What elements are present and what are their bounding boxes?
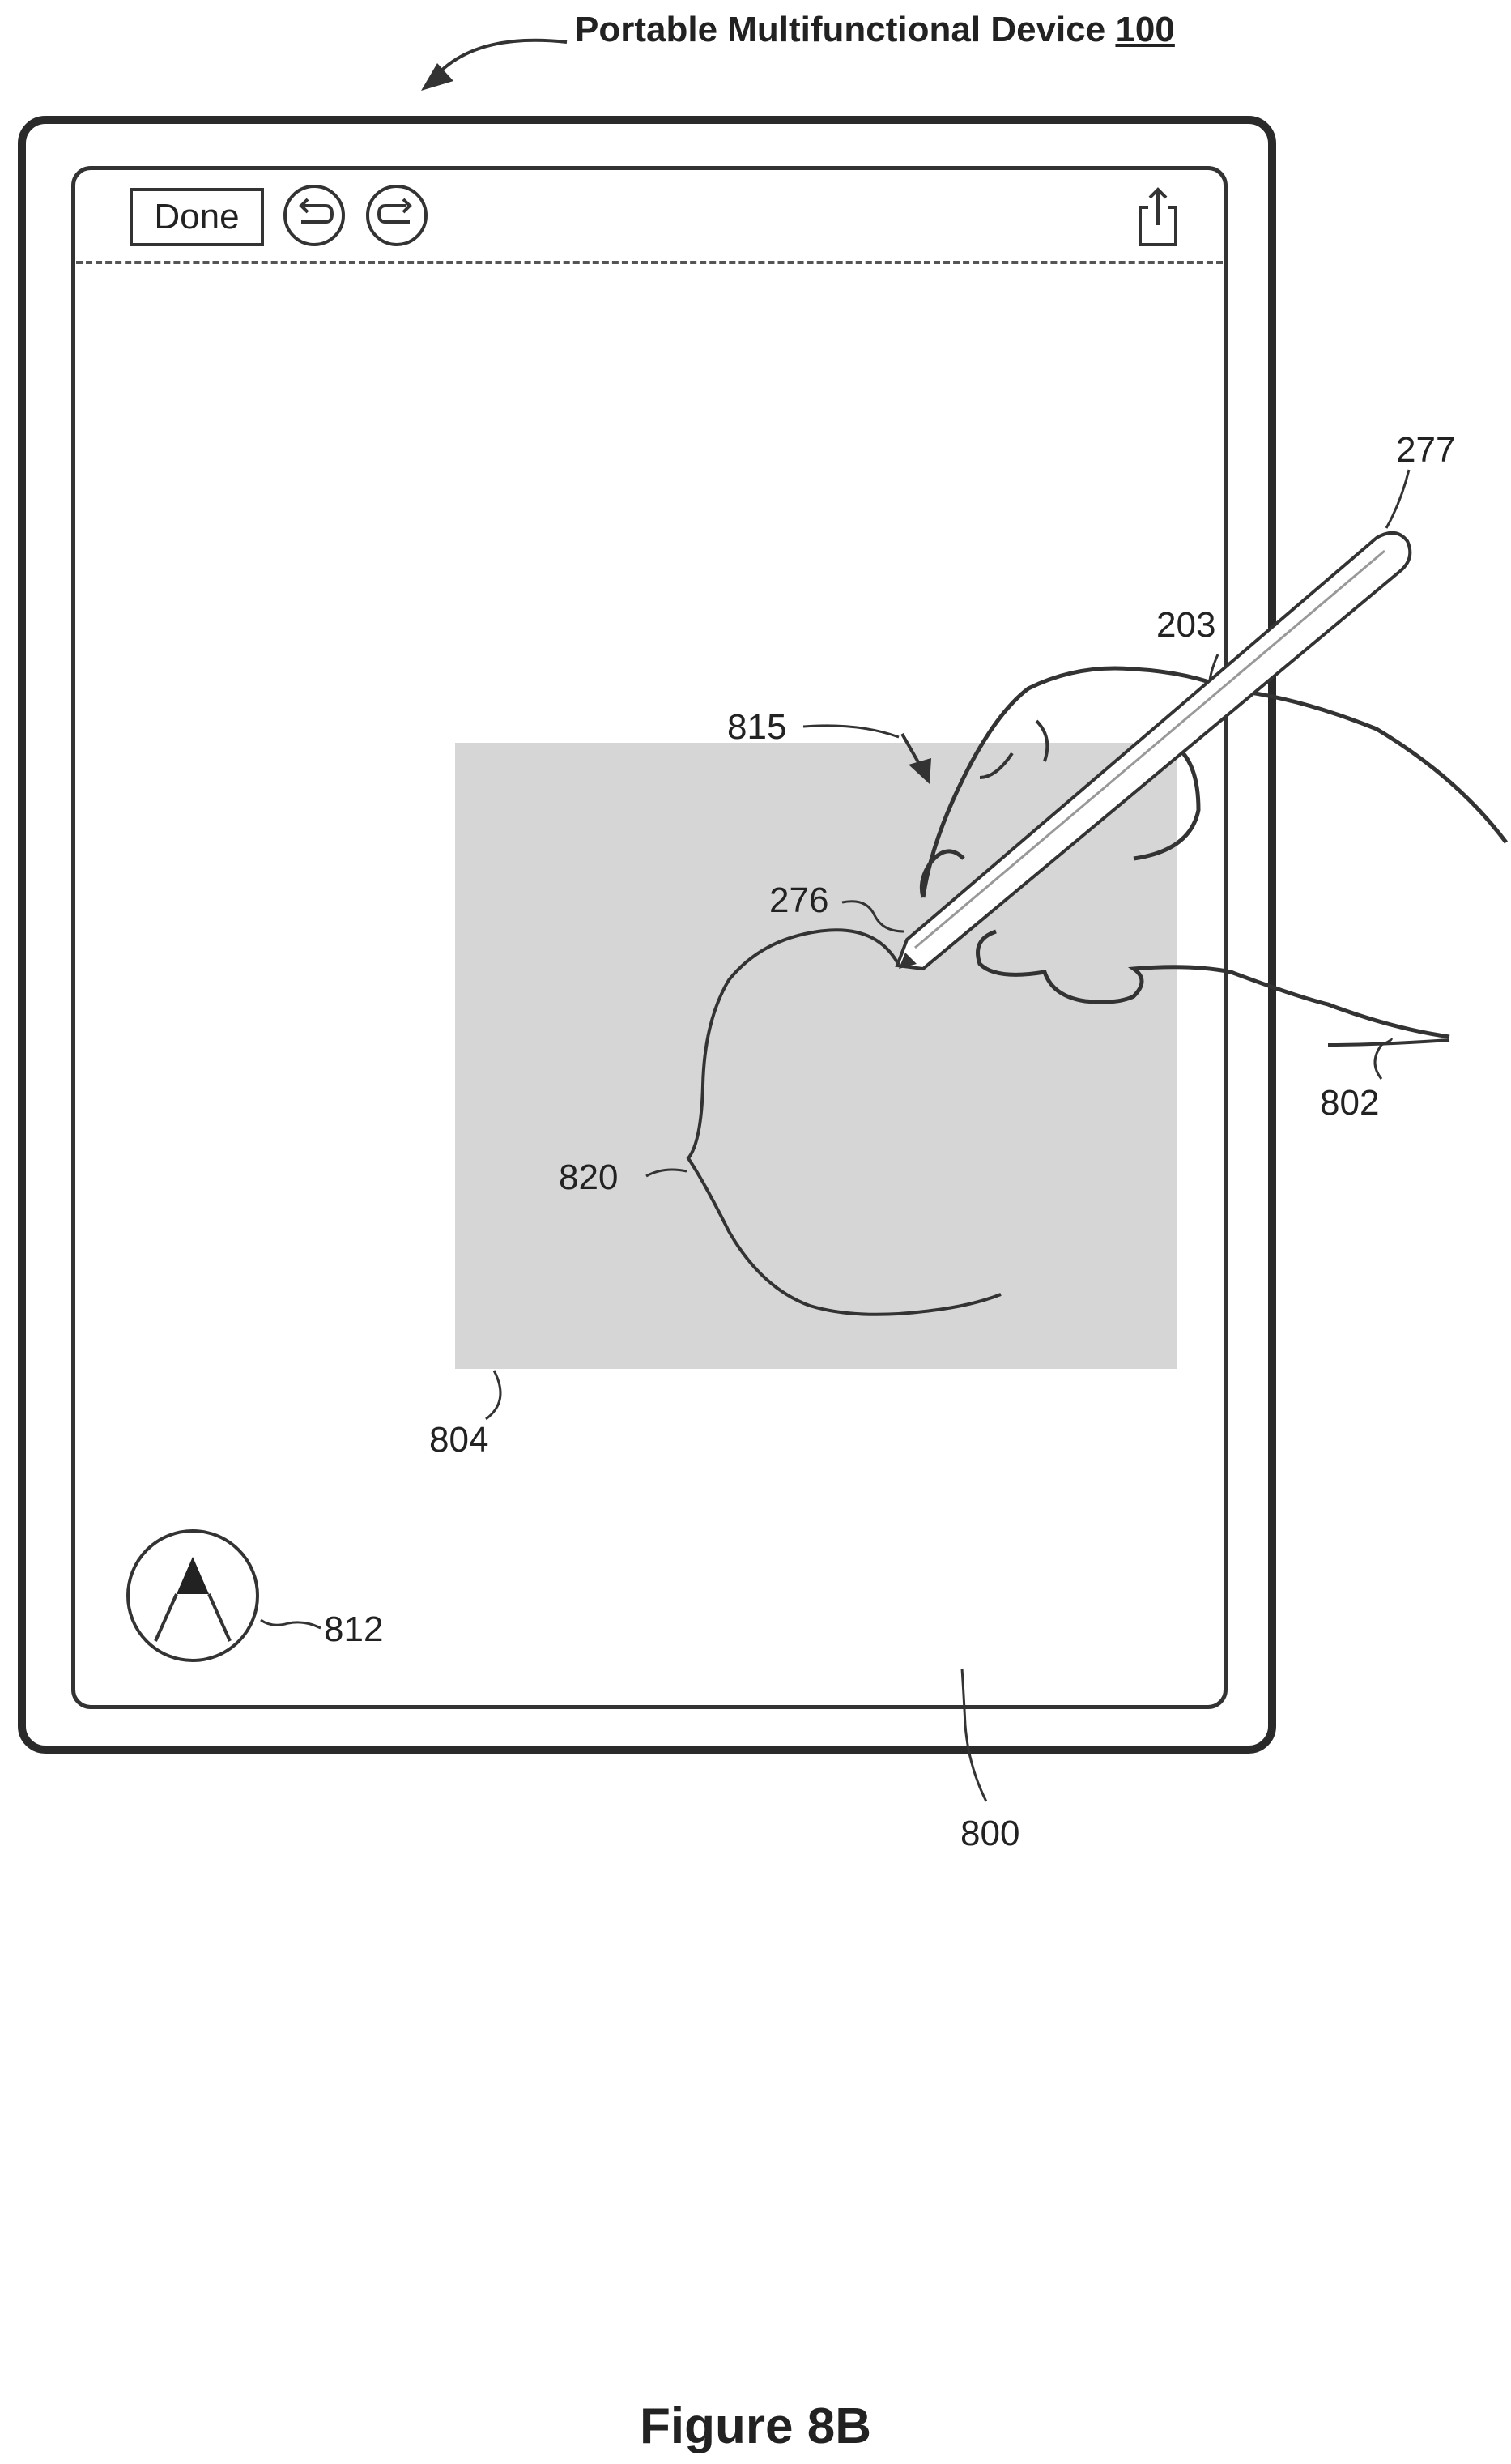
leader-815 — [803, 726, 899, 737]
leader-820 — [646, 1170, 687, 1176]
label-800: 800 — [960, 1816, 1019, 1852]
stylus — [897, 533, 1410, 969]
title-leader-line — [437, 40, 567, 75]
leader-277 — [1386, 470, 1409, 528]
label-277: 277 — [1396, 433, 1455, 468]
thumb-outline — [978, 931, 1450, 1037]
label-815: 815 — [727, 710, 786, 745]
leader-804 — [486, 1371, 500, 1419]
label-812: 812 — [324, 1612, 383, 1648]
title-arrowhead — [421, 63, 453, 91]
leader-800 — [962, 1669, 986, 1801]
figure-caption: Figure 8B — [0, 2398, 1511, 2455]
leader-276 — [842, 902, 904, 931]
drawn-stroke — [688, 930, 1001, 1315]
label-203: 203 — [1156, 607, 1215, 643]
arrow-815-head — [909, 758, 931, 784]
label-804: 804 — [429, 1422, 488, 1458]
label-820: 820 — [559, 1160, 618, 1196]
label-802: 802 — [1320, 1085, 1379, 1121]
label-276: 276 — [769, 883, 828, 919]
leader-812 — [261, 1620, 321, 1628]
